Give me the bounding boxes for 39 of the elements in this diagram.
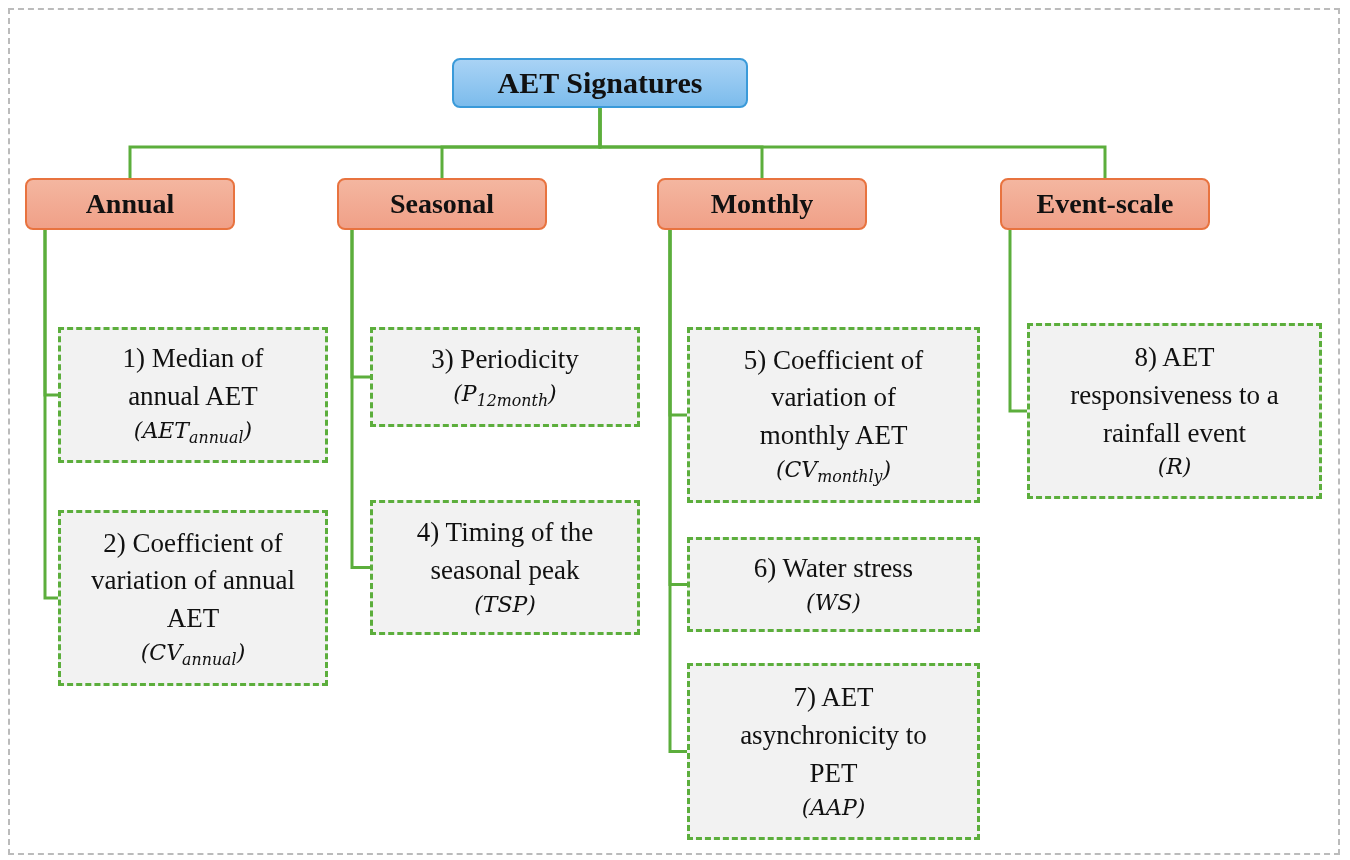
connector-line — [1008, 230, 1027, 413]
connector-line — [350, 230, 370, 569]
signature-description: 7) AET asynchronicity to PET — [739, 681, 928, 790]
connector-line — [43, 230, 58, 600]
signature-box — [370, 327, 640, 427]
heading-text: Monthly — [710, 188, 814, 220]
signature-description: 8) AET responsiveness to a rainfall event — [1069, 340, 1280, 450]
signature-description: 2) Coefficient of variation of annual AET — [90, 526, 296, 636]
formula-symbol: (CV$_{monthly}$) — [775, 455, 892, 489]
heading-text: Seasonal — [389, 188, 495, 220]
signature-description: 6) Water stress — [753, 552, 914, 586]
signature-box — [58, 327, 328, 463]
heading-text: Event-scale — [1036, 188, 1174, 220]
connector-line — [598, 108, 1107, 178]
signature-box — [687, 663, 980, 840]
signature-box — [687, 537, 980, 632]
category-box — [337, 178, 547, 230]
connector-line — [668, 230, 687, 753]
signature-description: 1) Median of annual AET — [121, 342, 265, 414]
category-box — [25, 178, 235, 230]
heading-text: Annual — [85, 188, 175, 220]
signature-description: 5) Coefficient of variation of monthly AET — [742, 343, 925, 453]
category-box — [657, 178, 867, 230]
formula-symbol: (R) — [1157, 453, 1192, 482]
formula-symbol: (WS) — [806, 589, 861, 617]
signature-box — [687, 327, 980, 503]
signature-box — [370, 500, 640, 635]
signature-description: 4) Timing of the seasonal peak — [415, 516, 595, 588]
category-box — [1000, 178, 1210, 230]
formula-symbol: (AAP) — [801, 793, 866, 822]
formula-symbol: (TSP) — [474, 590, 536, 619]
formula-symbol: (AET$_{annual}$) — [133, 417, 253, 450]
title-box — [452, 58, 748, 108]
formula-symbol: (P$_{12month}$) — [453, 380, 557, 413]
signature-description: 3) Periodicity — [431, 343, 579, 377]
signature-box — [58, 510, 328, 686]
signature-box — [1027, 323, 1322, 499]
formula-symbol: (CV$_{annual}$) — [140, 638, 246, 672]
heading-text: AET Signatures — [497, 66, 703, 100]
